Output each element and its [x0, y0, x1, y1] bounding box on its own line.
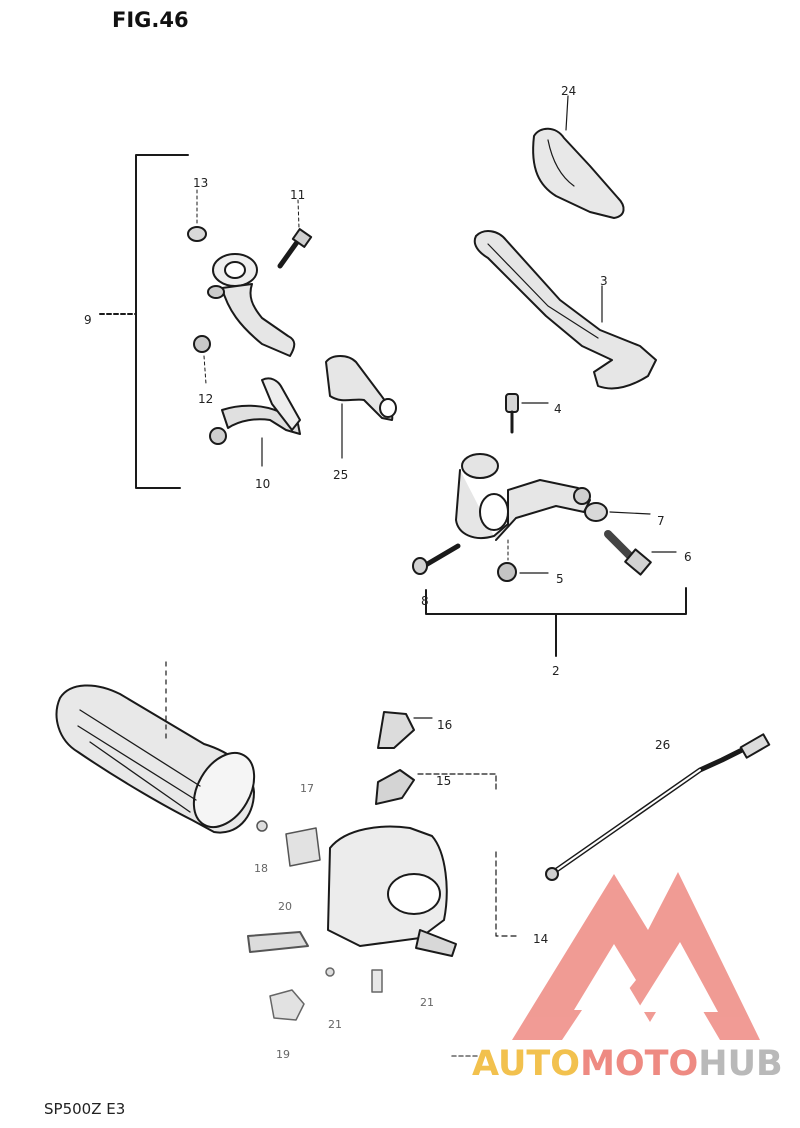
callout-21b: 21	[328, 1018, 342, 1031]
callout-13: 13	[193, 176, 209, 190]
part-19-21-fasteners	[269, 967, 481, 1057]
part-7-washer	[584, 502, 651, 522]
automotohub-watermark: AUTOMOTOHUB	[472, 1044, 783, 1084]
automotohub-logo-icon	[512, 872, 760, 1040]
watermark-part-3: HUB	[698, 1044, 783, 1084]
part-11-screw	[277, 199, 313, 269]
part-15-holder	[375, 769, 497, 805]
callout-14: 14	[533, 932, 549, 946]
callout-3: 3	[600, 274, 608, 288]
part-3-brake-lever	[473, 230, 657, 390]
part-20-connector	[247, 931, 309, 953]
part-12-nut	[193, 335, 211, 385]
handlebar-grip	[55, 661, 256, 834]
part-17-18-small-parts	[256, 820, 321, 867]
part-8-bolt	[412, 543, 461, 575]
part-2-lever-holder	[455, 453, 591, 541]
part-9-clamp	[207, 253, 296, 357]
callout-10: 10	[255, 477, 271, 491]
part-4-pivot-pin	[505, 393, 549, 434]
callout-9: 9	[84, 313, 92, 327]
callout-19: 19	[276, 1048, 290, 1061]
callout-21: 21	[420, 996, 434, 1009]
figure-title: FIG.46	[112, 8, 189, 32]
callout-7: 7	[657, 514, 665, 528]
part-24-lever-cover	[532, 95, 625, 219]
callout-8: 8	[421, 594, 429, 608]
part-16-clip	[377, 711, 433, 749]
callout-15: 15	[436, 774, 452, 788]
part-10-lever-bracket	[209, 377, 301, 467]
part-13-bolt	[187, 189, 207, 242]
callout-2: 2	[552, 664, 560, 678]
callout-6: 6	[684, 550, 692, 564]
part-5-nut	[497, 539, 549, 582]
callout-11: 11	[290, 188, 306, 202]
bracket-assembly-2	[425, 587, 687, 657]
bracket-assembly-9	[99, 154, 189, 489]
callout-25: 25	[333, 468, 349, 482]
watermark-part-2: MOTO	[580, 1044, 699, 1084]
watermark-part-1: AUTO	[472, 1044, 581, 1084]
callout-26: 26	[655, 738, 671, 752]
callout-17: 17	[300, 782, 314, 795]
callout-20: 20	[278, 900, 292, 913]
model-code: SP500Z E3	[44, 1100, 126, 1118]
callout-4: 4	[554, 402, 562, 416]
callout-5: 5	[556, 572, 564, 586]
part-25-bracket	[325, 355, 397, 459]
callout-16: 16	[437, 718, 453, 732]
part-6-bolt	[604, 530, 677, 576]
callout-18: 18	[254, 862, 268, 875]
callout-24: 24	[561, 84, 577, 98]
part-26-cable	[545, 733, 771, 881]
callout-12: 12	[198, 392, 214, 406]
part-14-switch-housing	[327, 825, 521, 957]
